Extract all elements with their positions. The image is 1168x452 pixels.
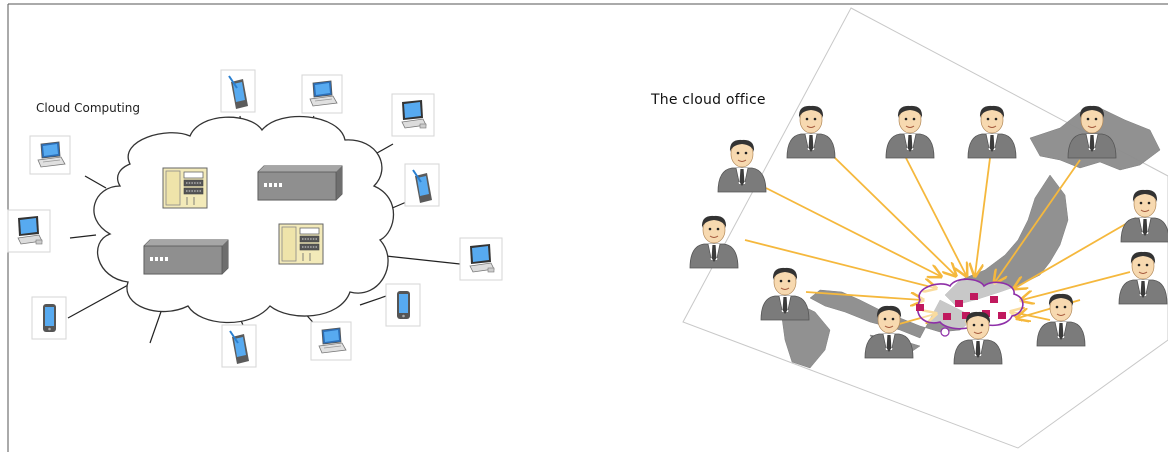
connection-arrows (744, 155, 1137, 332)
rack-server-icon (162, 167, 208, 209)
desktop-computer-icon (459, 237, 503, 281)
laptop-icon (310, 321, 352, 361)
cloud-office-panel (682, 7, 1168, 449)
cloud-computing-panel (7, 69, 503, 368)
cloud-computing-title: Cloud Computing (36, 101, 140, 115)
cloud-office-title: The cloud office (651, 92, 766, 108)
small-cloud-bubble (940, 327, 950, 337)
businessman-icon (717, 139, 767, 193)
rack-server-icon (278, 223, 324, 265)
pda-icon (221, 324, 257, 368)
map-sheet (682, 7, 1168, 449)
desktop-computer-icon (391, 93, 435, 137)
laptop-icon (301, 74, 343, 114)
network-switch-icon (257, 165, 343, 201)
pda-icon (404, 163, 440, 207)
cloud-shape (93, 115, 395, 324)
pda-icon (220, 69, 256, 113)
network-switch-icon (143, 239, 229, 275)
laptop-icon (29, 135, 71, 175)
smartphone-icon (31, 296, 67, 340)
desktop-computer-icon (7, 209, 51, 253)
smartphone-icon (385, 283, 421, 327)
